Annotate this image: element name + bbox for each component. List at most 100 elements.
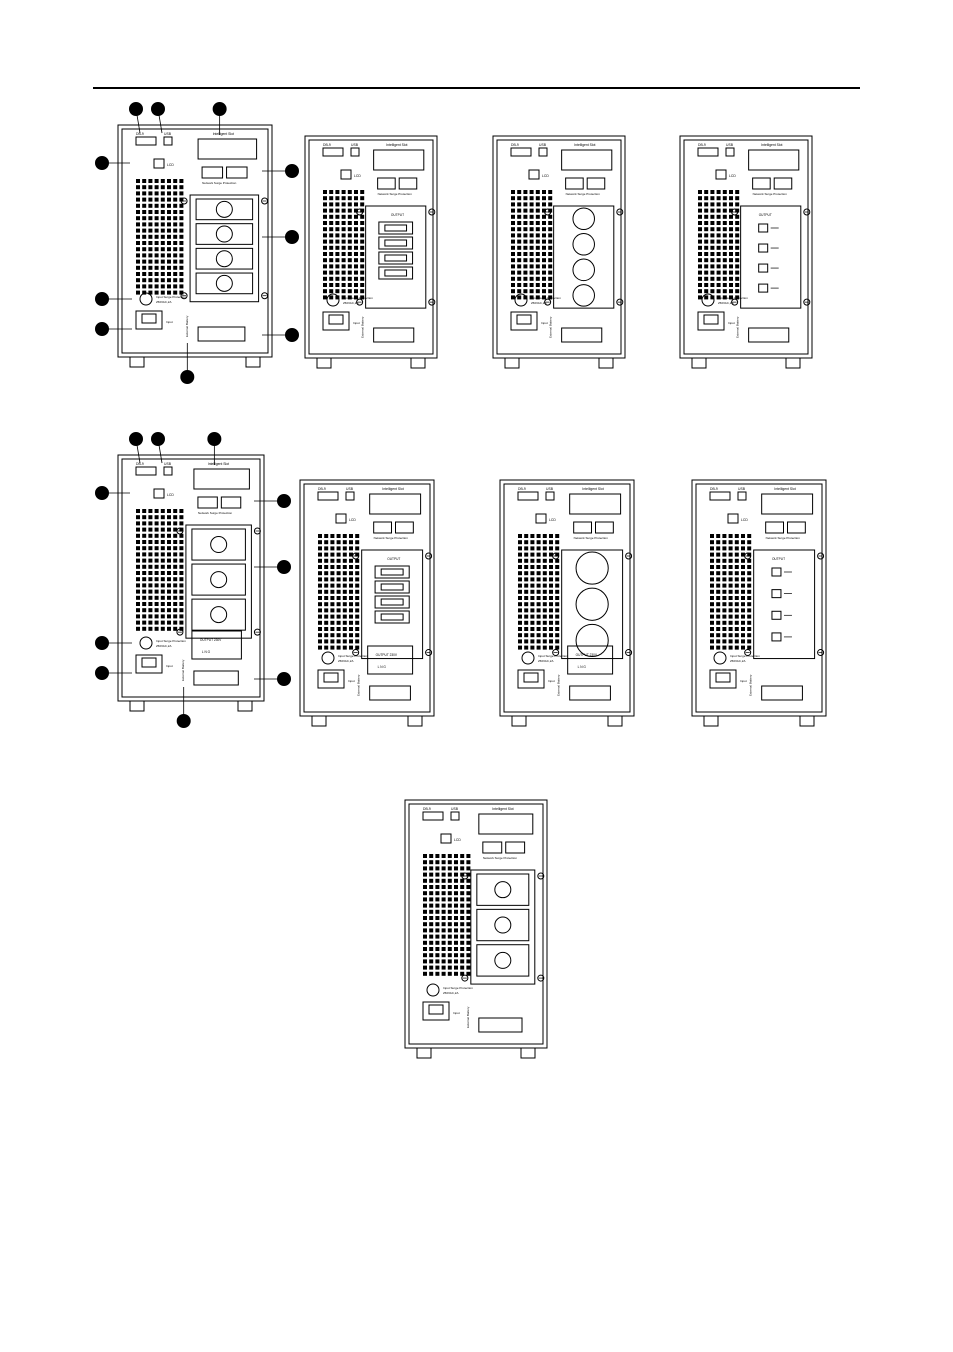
vent-hole	[548, 252, 553, 256]
iec-outlet-slot	[380, 583, 404, 591]
vent-hole	[549, 645, 553, 650]
intelligent-slot	[373, 149, 425, 171]
vent-hole	[349, 540, 353, 545]
vent-hole	[154, 234, 159, 239]
vent-hole	[466, 922, 471, 927]
vent-hole	[454, 872, 458, 877]
network-port-out	[505, 841, 526, 854]
vent-hole	[142, 185, 147, 190]
vent-hole	[728, 534, 733, 538]
vent-hole	[148, 191, 153, 196]
vent-hole	[536, 534, 541, 538]
vent-hole	[735, 270, 740, 275]
vent-hole	[523, 208, 528, 213]
vent-hole	[722, 202, 727, 207]
vent-hole	[535, 208, 540, 213]
db9-port	[709, 491, 731, 501]
ups-chassis	[117, 454, 265, 702]
vent-hole	[722, 589, 727, 594]
vent-hole	[517, 196, 522, 201]
vent-hole	[154, 540, 159, 544]
vent-hole	[167, 278, 171, 283]
vent-hole	[734, 565, 739, 569]
vent-hole	[167, 595, 171, 600]
vent-hole	[324, 614, 329, 619]
vent-hole	[536, 583, 541, 588]
vent-hole	[360, 283, 365, 287]
vent-hole	[330, 627, 335, 631]
vent-hole	[354, 289, 358, 294]
vent-hole	[142, 558, 147, 563]
lcd-label: LCD	[542, 174, 549, 178]
vent-hole	[167, 253, 171, 258]
vent-hole	[323, 221, 327, 225]
vent-hole	[148, 552, 153, 557]
vent-hole	[530, 534, 535, 538]
vent-hole	[698, 239, 702, 244]
intelligent-slot	[569, 493, 622, 515]
vent-hole	[735, 202, 740, 207]
vent-hole	[555, 645, 560, 650]
vent-hole	[429, 891, 434, 896]
vent-hole	[535, 245, 540, 250]
vent-hole	[354, 295, 358, 300]
foot-right	[410, 357, 426, 369]
vent-hole	[429, 885, 434, 889]
vent-hole	[160, 589, 165, 594]
nema-outlet	[758, 223, 769, 233]
vent-hole	[529, 276, 534, 281]
vent-hole	[136, 602, 140, 606]
vent-hole	[160, 527, 165, 532]
vent-hole	[423, 922, 427, 927]
vent-hole	[360, 245, 365, 250]
vent-hole	[318, 571, 322, 576]
vent-hole	[710, 546, 714, 551]
vent-hole	[318, 608, 322, 613]
vent-hole	[716, 221, 721, 225]
vent-hole	[447, 940, 452, 945]
vent-hole	[323, 289, 327, 294]
vent-hole	[354, 270, 358, 275]
screw	[425, 552, 433, 560]
vent-hole	[710, 608, 714, 613]
vent-hole	[179, 608, 184, 613]
vent-hole	[542, 540, 547, 545]
vent-hole	[173, 203, 178, 208]
vent-hole	[698, 233, 702, 238]
vent-hole	[330, 645, 335, 650]
vent-hole	[423, 909, 427, 914]
vent-hole	[360, 239, 365, 244]
vent-hole	[167, 284, 171, 289]
usb-port	[538, 147, 548, 157]
vent-hole	[454, 903, 458, 908]
vent-hole	[329, 221, 334, 225]
input-surge-rating: 250VAC,2A	[730, 659, 745, 663]
vent-hole	[173, 216, 178, 221]
vent-hole	[148, 564, 153, 569]
vent-hole	[722, 295, 727, 300]
vent-hole	[722, 639, 727, 644]
vent-hole	[435, 866, 440, 871]
vent-hole	[423, 953, 427, 958]
vent-hole	[142, 247, 147, 252]
vent-hole	[173, 521, 178, 526]
output-terminal-label: OUTPUT 230V	[576, 653, 598, 657]
vent-hole	[441, 903, 446, 908]
vent-hole	[704, 258, 709, 263]
input-surge-rating: 250VAC,2A	[156, 300, 171, 304]
vent-hole	[423, 965, 427, 970]
vent-hole	[548, 214, 553, 219]
output-label: OUTPUT	[391, 213, 404, 217]
vent-hole	[173, 191, 178, 196]
vent-hole	[336, 565, 341, 569]
vent-hole	[354, 239, 358, 244]
vent-hole	[136, 527, 140, 532]
vent-hole	[323, 258, 327, 263]
vent-hole	[536, 645, 541, 650]
vent-hole	[549, 608, 553, 613]
vent-hole	[167, 602, 171, 606]
vent-hole	[330, 639, 335, 644]
vent-hole	[466, 885, 471, 889]
network-port-out	[395, 521, 414, 534]
vent-hole	[148, 259, 153, 264]
